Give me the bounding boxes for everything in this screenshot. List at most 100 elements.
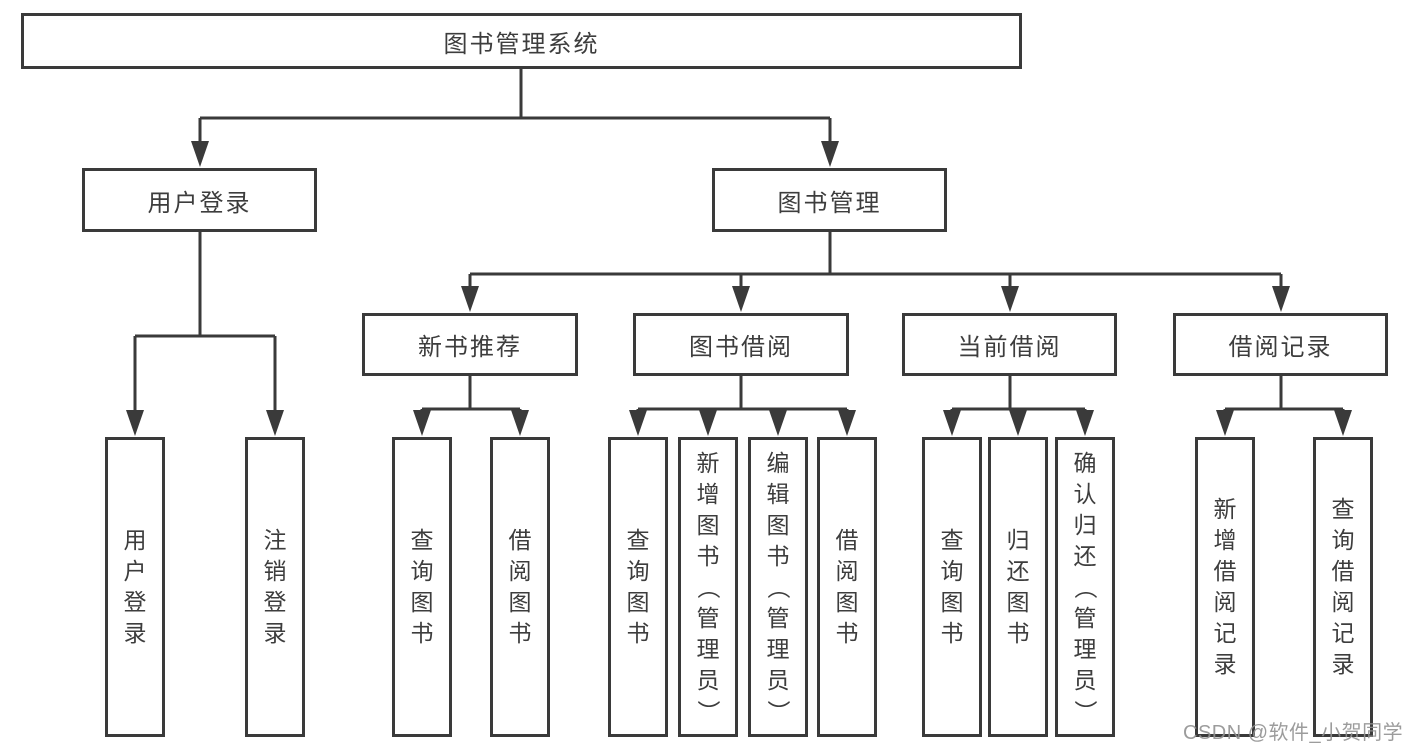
vertical-char: 图 xyxy=(1006,589,1030,615)
vertical-char: 查 xyxy=(1331,496,1355,522)
node-book-management: 图书管理 xyxy=(712,168,947,232)
vertical-char: 新 xyxy=(696,449,720,476)
vertical-char: 用 xyxy=(123,527,147,553)
node-new-book-recommend: 新书推荐 xyxy=(362,313,578,376)
arrowhead-icon xyxy=(1009,410,1027,436)
arrowhead-icon xyxy=(1334,410,1352,436)
vertical-char: 查 xyxy=(410,527,434,553)
vertical-char: 认 xyxy=(1073,480,1097,507)
vertical-char: 图 xyxy=(626,589,650,615)
node-new-book-recommend-label: 新书推荐 xyxy=(418,334,522,361)
vertical-char: 还 xyxy=(1073,542,1097,569)
arrowhead-icon xyxy=(1001,286,1019,312)
vertical-char: ） xyxy=(1072,699,1099,723)
vertical-char: 员 xyxy=(766,666,790,693)
vertical-char: 阅 xyxy=(1213,589,1237,615)
arrowhead-icon xyxy=(126,410,144,436)
vertical-char: （ xyxy=(1072,575,1099,599)
vertical-char: 图 xyxy=(410,589,434,615)
vertical-char: 图 xyxy=(696,511,720,538)
leaf-add-books-admin: 新增图书（管理员） xyxy=(678,437,738,737)
vertical-char: 图 xyxy=(508,589,532,615)
vertical-char: 书 xyxy=(410,620,434,646)
arrowhead-icon xyxy=(769,410,787,436)
vertical-char: 借 xyxy=(508,527,532,553)
leaf-query-books-borrowing: 查询图书 xyxy=(608,437,668,737)
vertical-char: 登 xyxy=(123,589,147,615)
vertical-char: 书 xyxy=(940,620,964,646)
vertical-char: 新 xyxy=(1213,496,1237,522)
vertical-char: 借 xyxy=(1213,558,1237,584)
leaf-confirm-return-admin: 确认归还（管理员） xyxy=(1055,437,1115,737)
vertical-char: 录 xyxy=(263,620,287,646)
vertical-char: 书 xyxy=(696,542,720,569)
vertical-char: 询 xyxy=(410,558,434,584)
vertical-char: 阅 xyxy=(1331,589,1355,615)
arrowhead-icon xyxy=(461,286,479,312)
node-user-login-label: 用户登录 xyxy=(147,189,252,217)
leaf-borrow-books-borrowing: 借阅图书 xyxy=(817,437,877,737)
vertical-char: 书 xyxy=(835,620,859,646)
vertical-char: 员 xyxy=(696,666,720,693)
vertical-char: 记 xyxy=(1331,620,1355,646)
node-book-borrowing: 图书借阅 xyxy=(633,313,849,376)
vertical-char: 图 xyxy=(940,589,964,615)
vertical-char: 归 xyxy=(1073,511,1097,538)
node-book-management-label: 图书管理 xyxy=(777,189,882,217)
node-user-login: 用户登录 xyxy=(82,168,317,232)
arrowhead-icon xyxy=(191,141,209,167)
vertical-char: 询 xyxy=(940,558,964,584)
arrowhead-icon xyxy=(266,410,284,436)
vertical-char: 注 xyxy=(263,527,287,553)
vertical-char: 员 xyxy=(1073,666,1097,693)
vertical-char: ） xyxy=(765,699,792,723)
arrowhead-icon xyxy=(1216,410,1234,436)
vertical-char: 理 xyxy=(696,635,720,662)
vertical-char: 询 xyxy=(1331,527,1355,553)
vertical-char: 归 xyxy=(1006,527,1030,553)
leaf-query-books-recommend: 查询图书 xyxy=(392,437,452,737)
arrowhead-icon xyxy=(413,410,431,436)
vertical-char: 图 xyxy=(766,511,790,538)
vertical-char: 录 xyxy=(123,620,147,646)
arrowhead-icon xyxy=(699,410,717,436)
arrowhead-icon xyxy=(943,410,961,436)
leaf-edit-books-admin: 编辑图书（管理员） xyxy=(748,437,808,737)
node-book-borrowing-label: 图书借阅 xyxy=(689,334,793,361)
vertical-char: 增 xyxy=(1213,527,1237,553)
vertical-char: ） xyxy=(695,699,722,723)
vertical-char: 管 xyxy=(766,604,790,631)
vertical-char: 图 xyxy=(835,589,859,615)
vertical-char: 还 xyxy=(1006,558,1030,584)
vertical-char: （ xyxy=(765,575,792,599)
arrowhead-icon xyxy=(838,410,856,436)
node-borrowing-records: 借阅记录 xyxy=(1173,313,1388,376)
leaf-add-borrow-record: 新增借阅记录 xyxy=(1195,437,1255,737)
vertical-char: 管 xyxy=(696,604,720,631)
leaf-query-borrow-record: 查询借阅记录 xyxy=(1313,437,1373,737)
vertical-char: 编 xyxy=(766,449,790,476)
vertical-char: 书 xyxy=(1006,620,1030,646)
vertical-char: 登 xyxy=(263,589,287,615)
watermark: CSDN @软件_小贺同学 xyxy=(1183,722,1404,744)
vertical-char: 询 xyxy=(626,558,650,584)
vertical-char: 辑 xyxy=(766,480,790,507)
vertical-char: 增 xyxy=(696,480,720,507)
vertical-char: 管 xyxy=(1073,604,1097,631)
vertical-char: 查 xyxy=(940,527,964,553)
arrowhead-icon xyxy=(1272,286,1290,312)
vertical-char: 查 xyxy=(626,527,650,553)
node-current-borrowing: 当前借阅 xyxy=(902,313,1117,376)
vertical-char: 理 xyxy=(1073,635,1097,662)
leaf-borrow-books-recommend: 借阅图书 xyxy=(490,437,550,737)
node-root: 图书管理系统 xyxy=(21,13,1022,69)
arrowhead-icon xyxy=(629,410,647,436)
leaf-query-books-current: 查询图书 xyxy=(922,437,982,737)
vertical-char: 销 xyxy=(263,558,287,584)
arrowhead-icon xyxy=(821,141,839,167)
vertical-char: 书 xyxy=(508,620,532,646)
vertical-char: 借 xyxy=(1331,558,1355,584)
arrowhead-icon xyxy=(732,286,750,312)
vertical-char: 书 xyxy=(626,620,650,646)
